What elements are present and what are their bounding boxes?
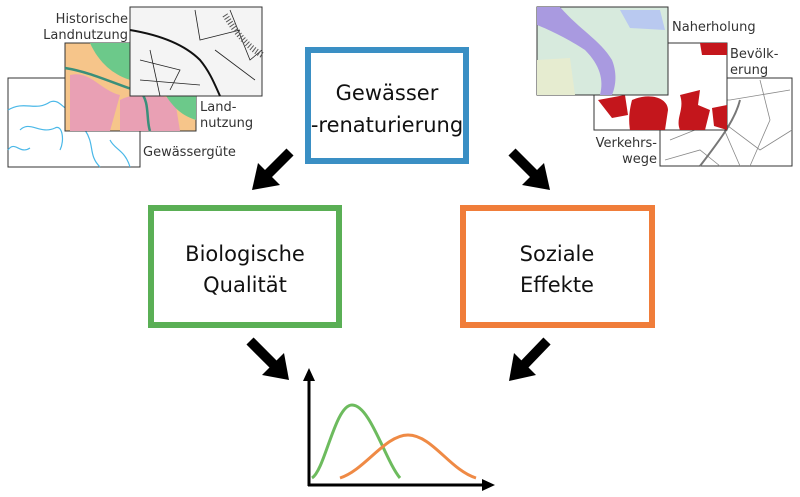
distribution-chart <box>303 368 495 491</box>
arrow-to-chart-left <box>246 337 280 371</box>
label-land-use-line1: Land- <box>200 100 237 115</box>
arrow-head-to-chart-right <box>509 353 536 381</box>
box-social-effects: Soziale Effekte <box>460 205 655 328</box>
label-traffic-line2: wege <box>622 152 657 167</box>
label-population-line2: erung <box>730 63 768 78</box>
arrow-to-chart-right <box>518 337 551 371</box>
box-biological-quality: Biologische Qualität <box>148 205 342 328</box>
box-social-effects-line2: Effekte <box>520 273 594 297</box>
box-river-restoration-line1: Gewässer <box>336 81 439 105</box>
y-axis-arrow <box>303 368 315 381</box>
label-population-line1: Bevölk- <box>730 47 779 62</box>
curve-social <box>339 433 477 480</box>
map-recreation <box>536 6 669 96</box>
label-traffic-line1: Verkehrs- <box>596 136 658 151</box>
arrow-to-biological <box>261 148 294 181</box>
box-biological-quality-line1: Biologische <box>185 242 305 266</box>
label-historic-line2: Landnutzung <box>43 28 128 43</box>
label-historic-line1: Historische <box>56 12 128 27</box>
box-river-restoration: Gewässer -renaturierung <box>305 47 469 164</box>
arrow-head-to-chart-left <box>262 353 289 380</box>
arrow-to-social <box>508 148 541 181</box>
arrow-head-to-biological <box>252 163 280 190</box>
box-river-restoration-line2: -renaturierung <box>311 113 463 137</box>
box-social-effects-line1: Soziale <box>520 242 595 266</box>
label-recreation: Naherholung <box>672 20 756 35</box>
label-land-use-line2: nutzung <box>200 116 253 131</box>
curve-biological <box>310 403 402 480</box>
x-axis-arrow <box>482 479 495 491</box>
map-historic-land-use <box>129 6 264 97</box>
label-water-quality: Gewässergüte <box>143 145 236 160</box>
arrow-head-to-social <box>522 163 550 190</box>
box-biological-quality-line2: Qualität <box>203 273 287 297</box>
